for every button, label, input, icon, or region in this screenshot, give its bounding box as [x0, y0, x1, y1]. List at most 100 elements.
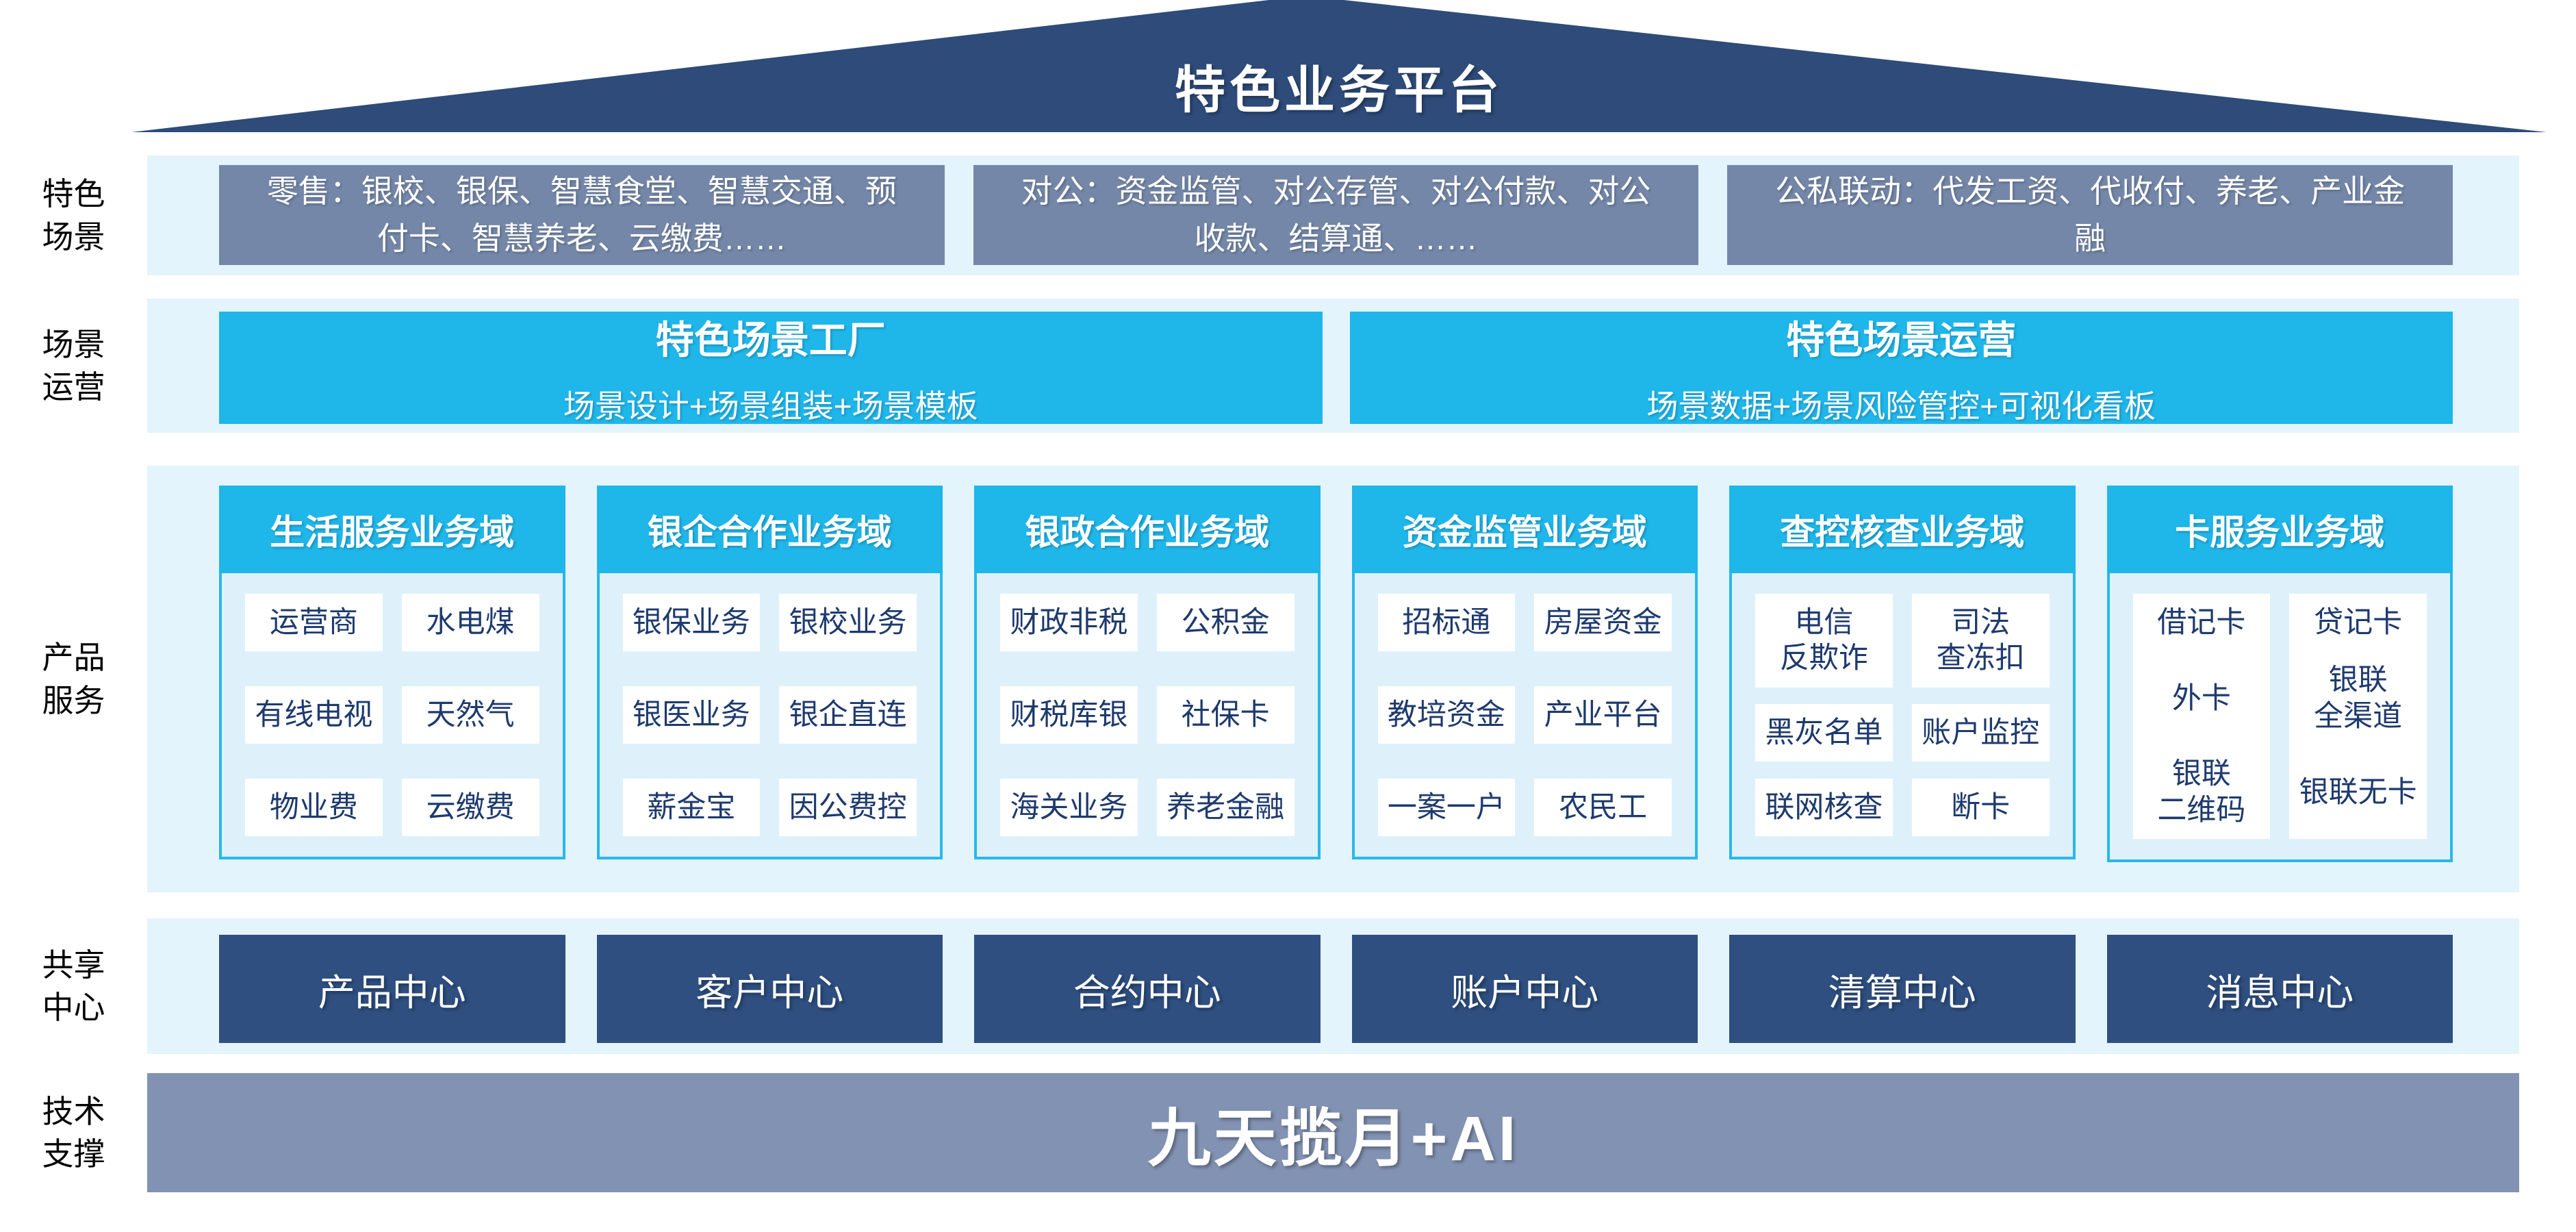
- product-cell: 招标通: [1377, 594, 1516, 652]
- domain-column-card-services: 卡服务业务域 借记卡 贷记卡 外卡 银联 全渠道 银联 二维码 银联无卡: [2106, 486, 2453, 863]
- domain-title: 银政合作业务域: [974, 486, 1321, 573]
- cell-row: 财税库银 社保卡: [1000, 686, 1295, 744]
- domain-column-bank-enterprise: 银企合作业务域 银保业务 银校业务 银医业务 银企直连 薪金宝 因公费控: [596, 486, 943, 859]
- cell-row: 联网核查 断卡: [1755, 778, 2050, 836]
- product-cell: 银联 二维码: [2132, 745, 2271, 840]
- tech-support-row: 技术 支撑 九天揽月+AI: [0, 1073, 2576, 1192]
- product-cell: 银保业务: [622, 594, 761, 652]
- cell-row: 银保业务 银校业务: [622, 594, 917, 652]
- product-cell: 水电煤: [401, 594, 539, 652]
- scene-factory-title: 特色场景工厂: [655, 318, 886, 362]
- product-cell: 电信 反欺诈: [1755, 594, 1893, 688]
- domain-title: 资金监管业务域: [1351, 486, 1698, 573]
- product-cell: 教培资金: [1377, 686, 1516, 744]
- product-cell: 一案一户: [1377, 778, 1516, 836]
- center-box-message: 消息中心: [2106, 935, 2453, 1043]
- center-box-product: 产品中心: [219, 935, 565, 1043]
- product-cell: 因公费控: [779, 778, 917, 836]
- domain-title: 生活服务业务域: [219, 486, 565, 573]
- domain-body: 招标通 房屋资金 教培资金 产业平台 一案一户 农民工: [1351, 573, 1698, 859]
- scene-operation-title: 特色场景运营: [1786, 318, 2017, 362]
- domain-column-bank-government: 银政合作业务域 财政非税 公积金 财税库银 社保卡 海关业务 养老金融: [974, 486, 1321, 859]
- product-cell: 银企直连: [779, 686, 917, 744]
- domain-title: 银企合作业务域: [596, 486, 943, 573]
- cell-row: 财政非税 公积金: [1000, 594, 1295, 652]
- product-services-label: 产品 服务: [42, 640, 105, 718]
- cell-row: 银联 二维码 银联无卡: [2132, 745, 2427, 840]
- cell-row: 海关业务 养老金融: [1000, 778, 1295, 836]
- cell-row: 借记卡 贷记卡: [2132, 594, 2427, 652]
- featured-scenes-label: 特色 场景: [42, 176, 105, 255]
- tech-support-bar: 九天揽月+AI: [147, 1073, 2519, 1192]
- domain-body: 财政非税 公积金 财税库银 社保卡 海关业务 养老金融: [974, 573, 1321, 859]
- domain-body: 银保业务 银校业务 银医业务 银企直连 薪金宝 因公费控: [596, 573, 943, 859]
- featured-scenes-band: 零售：银校、银保、智慧食堂、智慧交通、预付卡、智慧养老、云缴费…… 对公：资金监…: [147, 155, 2519, 275]
- domain-title: 查控核查业务域: [1729, 486, 2076, 573]
- featured-scenes-row: 特色 场景 零售：银校、银保、智慧食堂、智慧交通、预付卡、智慧养老、云缴费…… …: [0, 155, 2576, 275]
- product-cell: 运营商: [245, 594, 383, 652]
- scene-operation-box: 特色场景运营 场景数据+场景风险管控+可视化看板: [1349, 312, 2453, 424]
- cell-row: 招标通 房屋资金: [1377, 594, 1672, 652]
- domain-title: 卡服务业务域: [2106, 486, 2453, 573]
- product-cell: 财政非税: [1000, 594, 1138, 652]
- cell-row: 外卡 银联 全渠道: [2132, 651, 2427, 746]
- cell-row: 电信 反欺诈 司法 查冻扣: [1755, 594, 2050, 688]
- cell-row: 物业费 云缴费: [245, 778, 539, 836]
- scene-operations-band: 特色场景工厂 场景设计+场景组装+场景模板 特色场景运营 场景数据+场景风险管控…: [147, 299, 2519, 433]
- domain-column-fund-supervision: 资金监管业务域 招标通 房屋资金 教培资金 产业平台 一案一户 农民工: [1351, 486, 1698, 859]
- cell-row: 薪金宝 因公费控: [622, 778, 917, 836]
- scene-operations-row: 场景 运营 特色场景工厂 场景设计+场景组装+场景模板 特色场景运营 场景数据+…: [0, 299, 2576, 433]
- product-cell: 银医业务: [622, 686, 761, 744]
- product-cell: 公积金: [1156, 594, 1295, 652]
- tech-support-label: 技术 支撑: [42, 1093, 105, 1172]
- product-cell: 养老金融: [1156, 778, 1295, 836]
- cell-row: 银医业务 银企直连: [622, 686, 917, 744]
- product-cell: 黑灰名单: [1755, 704, 1893, 762]
- cell-row: 有线电视 天然气: [245, 686, 539, 744]
- product-services-row: 产品 服务 生活服务业务域 运营商 水电煤 有线电视 天然气 物业费 云缴费: [0, 466, 2576, 892]
- product-services-band: 生活服务业务域 运营商 水电煤 有线电视 天然气 物业费 云缴费: [147, 466, 2519, 892]
- scene-factory-box: 特色场景工厂 场景设计+场景组装+场景模板: [219, 312, 1323, 424]
- product-cell: 房屋资金: [1534, 594, 1672, 652]
- platform-title: 特色业务平台: [1175, 62, 1503, 118]
- cell-row: 运营商 水电煤: [245, 594, 539, 652]
- scene-factory-subtitle: 场景设计+场景组装+场景模板: [563, 388, 978, 424]
- product-cell: 财税库银: [1000, 686, 1138, 744]
- domain-body: 借记卡 贷记卡 外卡 银联 全渠道 银联 二维码 银联无卡: [2106, 573, 2453, 863]
- domain-body: 运营商 水电煤 有线电视 天然气 物业费 云缴费: [219, 573, 565, 859]
- product-cell: 司法 查冻扣: [1911, 594, 2050, 688]
- product-cell: 产业平台: [1534, 686, 1672, 744]
- scene-box-retail: 零售：银校、银保、智慧食堂、智慧交通、预付卡、智慧养老、云缴费……: [219, 165, 945, 265]
- product-cell: 银联无卡: [2289, 745, 2427, 840]
- center-box-account: 账户中心: [1351, 935, 1698, 1043]
- scene-operation-subtitle: 场景数据+场景风险管控+可视化看板: [1646, 388, 2156, 424]
- scene-box-corporate: 对公：资金监管、对公存管、对公付款、对公收款、结算通、……: [973, 165, 1699, 265]
- product-cell: 有线电视: [245, 686, 383, 744]
- product-cell: 物业费: [245, 778, 383, 836]
- scene-box-public-private: 公私联动：代发工资、代收付、养老、产业金融: [1727, 165, 2453, 265]
- product-cell: 社保卡: [1156, 686, 1295, 744]
- shared-centers-label: 共享 中心: [42, 946, 105, 1025]
- cell-row: 黑灰名单 账户监控: [1755, 704, 2050, 762]
- product-cell: 薪金宝: [622, 778, 761, 836]
- product-cell: 海关业务: [1000, 778, 1138, 836]
- cell-row: 教培资金 产业平台: [1377, 686, 1672, 744]
- product-cell: 账户监控: [1911, 704, 2050, 762]
- center-box-clearing: 清算中心: [1729, 935, 2076, 1043]
- domain-body: 电信 反欺诈 司法 查冻扣 黑灰名单 账户监控 联网核查 断卡: [1729, 573, 2076, 859]
- product-cell: 天然气: [401, 686, 539, 744]
- product-cell: 贷记卡: [2289, 594, 2427, 652]
- center-box-customer: 客户中心: [596, 935, 943, 1043]
- product-cell: 联网核查: [1755, 778, 1893, 836]
- domain-column-life-services: 生活服务业务域 运营商 水电煤 有线电视 天然气 物业费 云缴费: [219, 486, 565, 859]
- platform-roof-banner: 特色业务平台: [131, 0, 2547, 132]
- scene-operations-label: 场景 运营: [42, 326, 105, 405]
- product-cell: 断卡: [1911, 778, 2050, 836]
- domain-column-inquiry-verification: 查控核查业务域 电信 反欺诈 司法 查冻扣 黑灰名单 账户监控 联网核查 断卡: [1729, 486, 2076, 859]
- shared-centers-row: 共享 中心 产品中心 客户中心 合约中心 账户中心 清算中心 消息中心: [0, 918, 2576, 1054]
- product-cell: 农民工: [1534, 778, 1672, 836]
- center-box-contract: 合约中心: [974, 935, 1321, 1043]
- cell-row: 一案一户 农民工: [1377, 778, 1672, 836]
- shared-centers-band: 产品中心 客户中心 合约中心 账户中心 清算中心 消息中心: [147, 918, 2519, 1054]
